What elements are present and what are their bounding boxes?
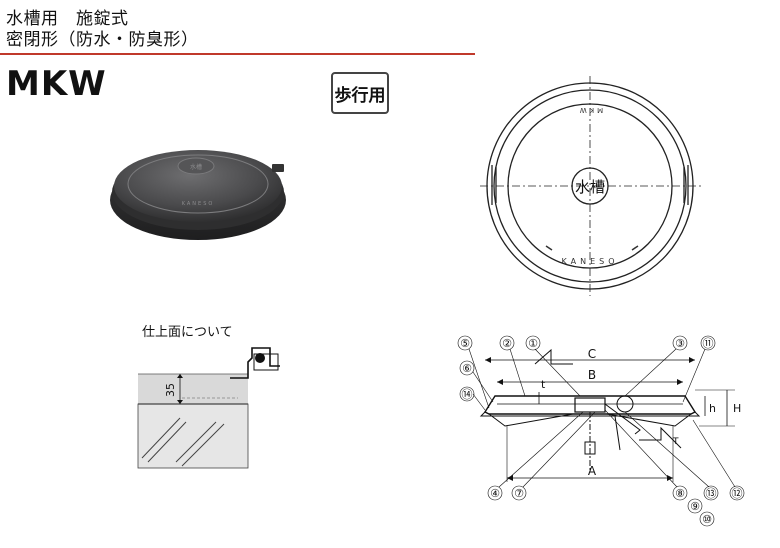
dim-h: h: [709, 402, 716, 415]
usage-badge: 歩行用: [331, 72, 389, 114]
callout-10: ⑩: [702, 513, 712, 526]
top-view-bottom-text: KANESO: [562, 257, 619, 266]
callout-1: ①: [528, 337, 538, 350]
finish-detail-title: 仕上面について: [142, 325, 233, 340]
model-name: MKW: [6, 64, 107, 104]
finish-detail-dim: 35: [164, 383, 177, 397]
callout-4: ④: [490, 487, 500, 500]
top-view-center-label: 水槽: [575, 178, 605, 196]
header-divider: [0, 53, 475, 55]
callout-7: ⑦: [514, 487, 524, 500]
callout-9: ⑨: [690, 500, 700, 513]
callout-6: ⑥: [462, 362, 472, 375]
dim-B: B: [588, 368, 596, 382]
photo-brand: KANESO: [182, 201, 215, 207]
callout-13: ⑬: [706, 487, 717, 500]
top-view-drawing: 水槽 MKW KANESO: [480, 76, 702, 296]
callout-11: ⑪: [703, 337, 714, 350]
dim-C: C: [588, 347, 596, 361]
dim-T: T: [672, 437, 679, 447]
product-photo: 水槽 KANESO: [110, 150, 286, 240]
callout-2: ②: [502, 337, 512, 350]
section-drawing: C B A t h H T ⑤ ② ① ③ ⑪ ⑥ ⑭ ④ ⑦ ⑧ ⑬ ⑫ ⑨ …: [457, 335, 745, 527]
dim-H: H: [733, 402, 741, 415]
dim-A: A: [588, 464, 597, 478]
category-subtitle: 密閉形（防水・防臭形）: [6, 30, 199, 50]
category-title: 水槽用 施錠式: [6, 9, 129, 29]
callout-5: ⑤: [460, 337, 470, 350]
photo-cover-mark: 水槽: [190, 163, 202, 171]
callout-3: ③: [675, 337, 685, 350]
finish-detail-drawing: 仕上面について 35: [137, 325, 280, 469]
dim-t: t: [541, 378, 546, 391]
callout-8: ⑧: [675, 487, 685, 500]
top-view-top-text: MKW: [577, 106, 603, 114]
callout-12: ⑫: [732, 487, 743, 500]
callout-14: ⑭: [462, 388, 473, 401]
